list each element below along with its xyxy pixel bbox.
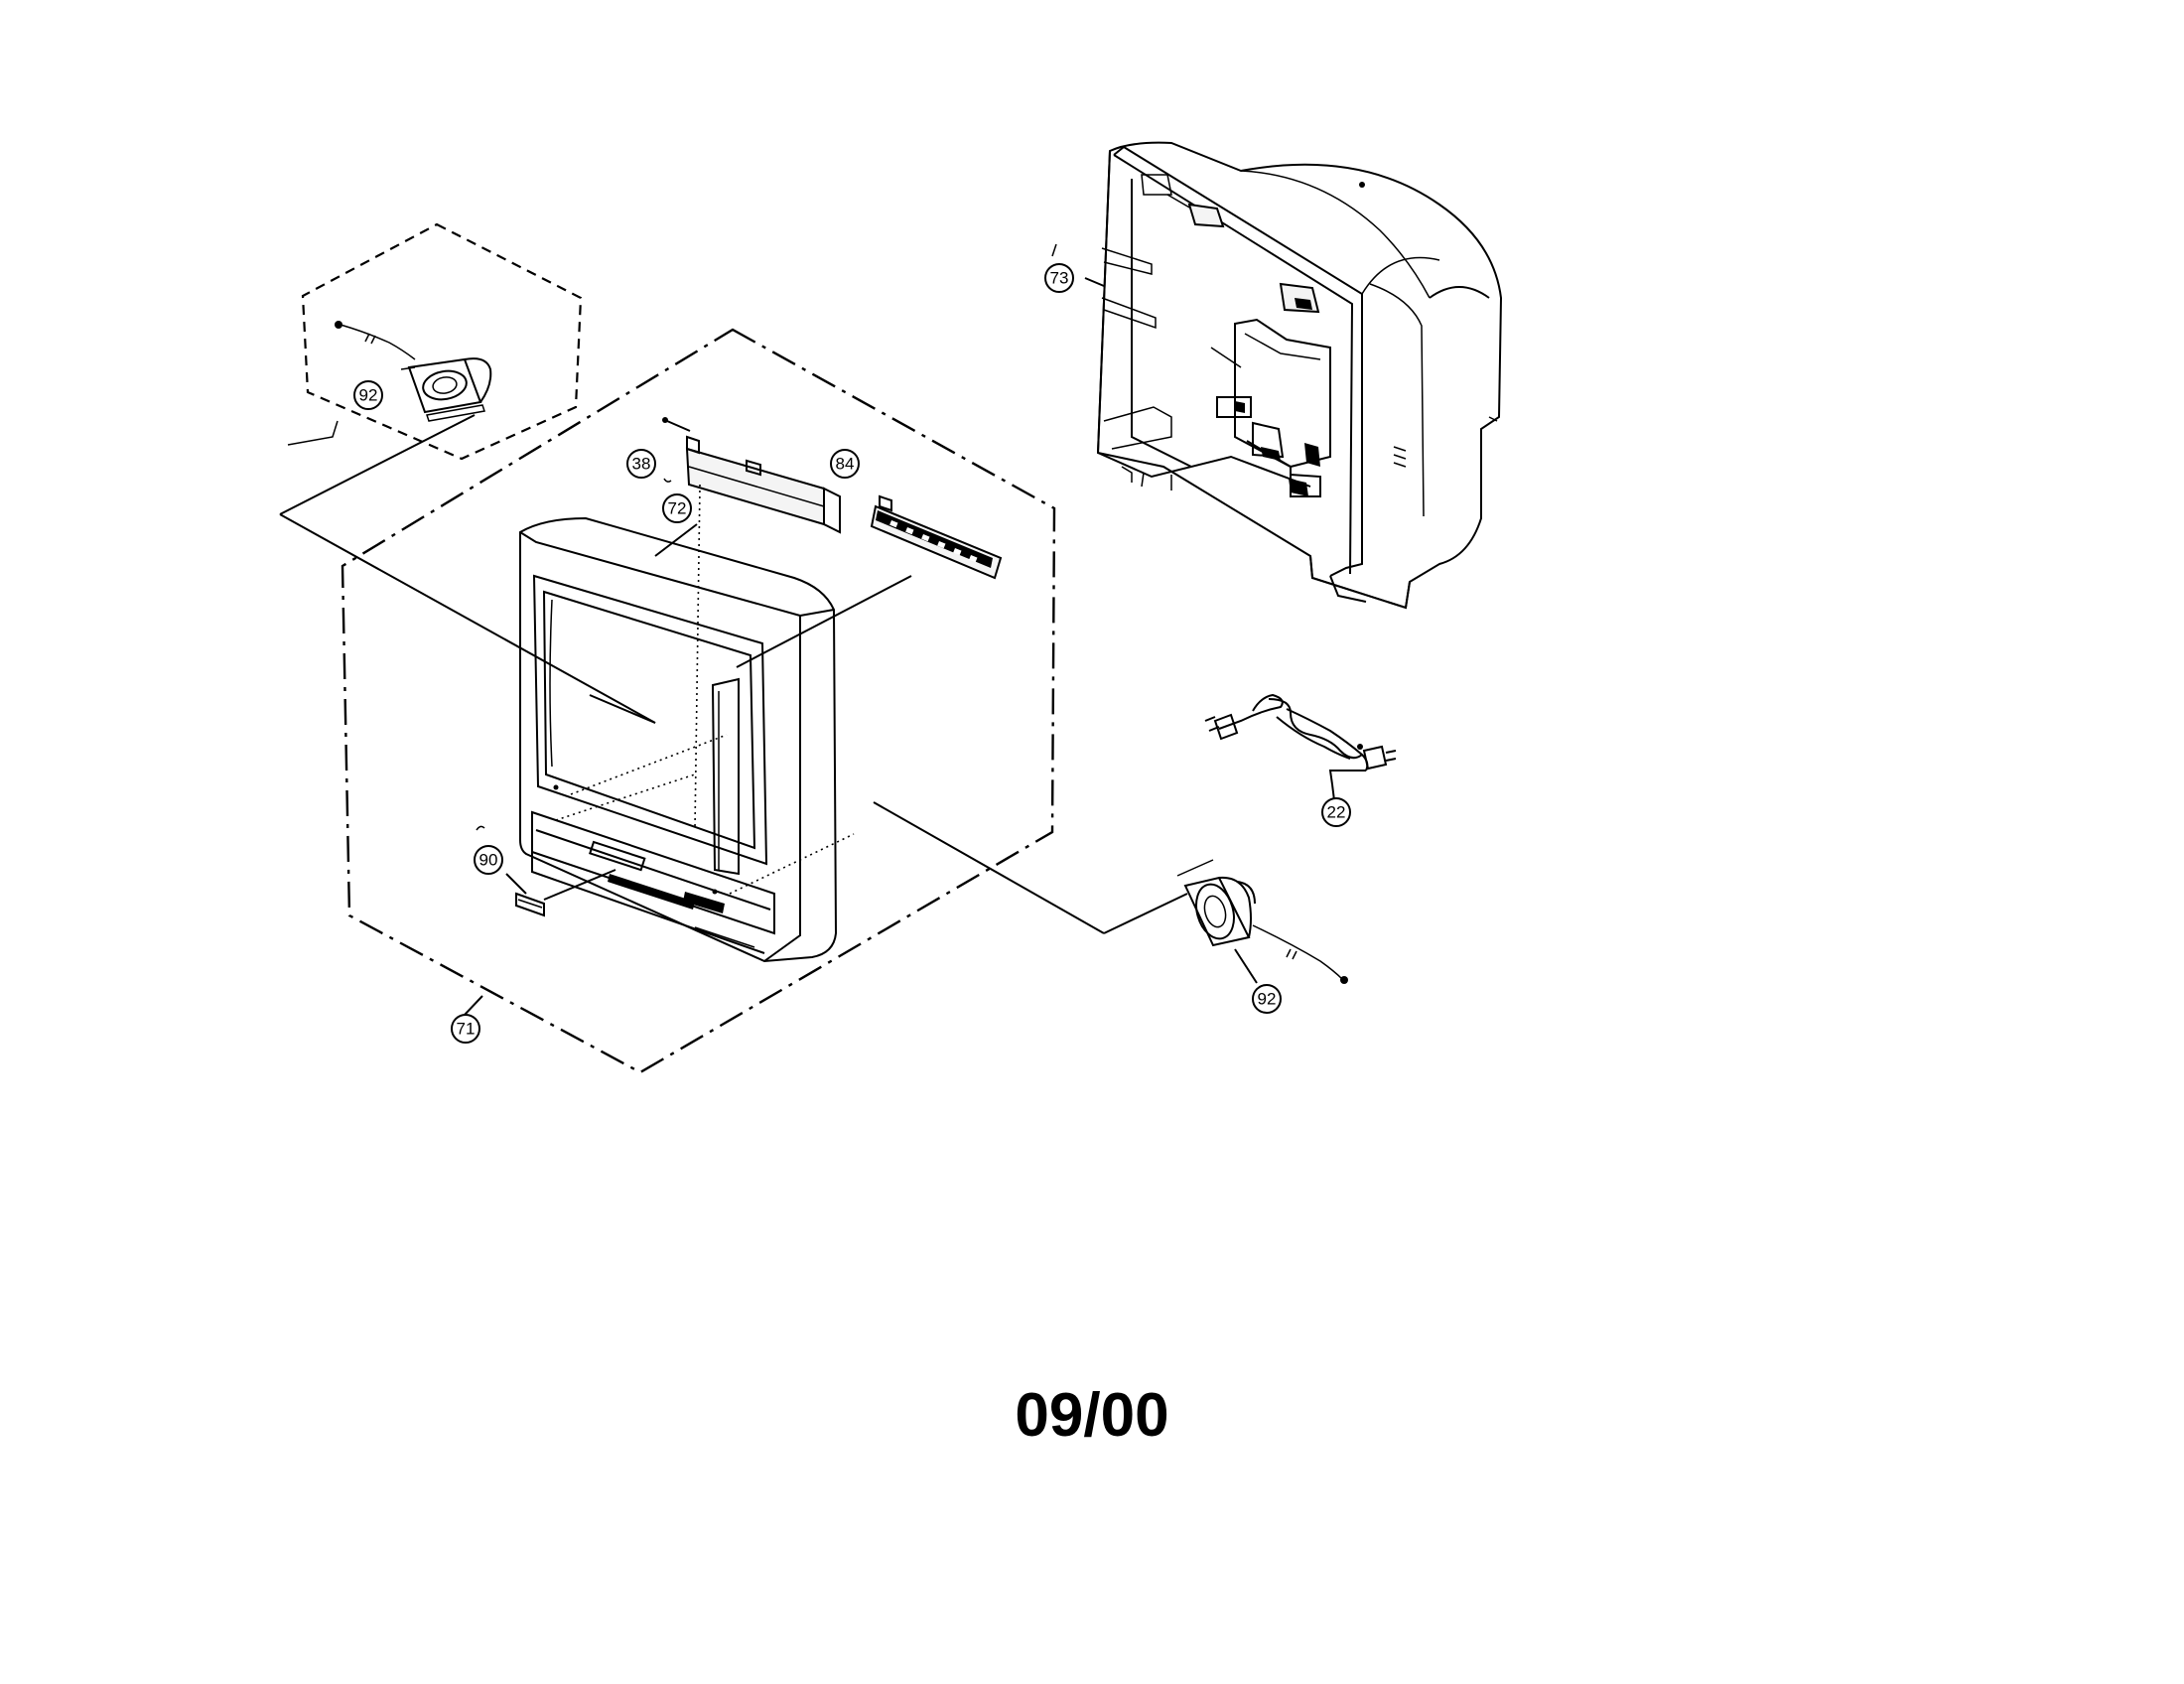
callout-label-73: 73 <box>1050 269 1069 288</box>
screw <box>662 417 691 483</box>
callout-label-84: 84 <box>836 455 855 474</box>
bracket <box>685 435 841 534</box>
button-panel <box>870 494 1003 580</box>
callout-label-92-left: 92 <box>359 386 378 405</box>
callout-screw: 38 <box>626 449 656 479</box>
callout-label-72: 72 <box>668 499 687 518</box>
speaker-left-assembly <box>279 222 583 515</box>
speaker-left-boundary <box>301 222 583 461</box>
front-cabinet-assembly <box>279 328 1056 1074</box>
callout-button-panel: 84 <box>830 449 860 479</box>
callout-label-90: 90 <box>479 851 498 870</box>
callout-label-71: 71 <box>457 1020 476 1039</box>
callout-badge: 90 <box>474 845 503 875</box>
callout-power-cord: 22 <box>1321 797 1351 827</box>
date-code: 09/00 <box>1015 1381 1169 1450</box>
callout-label-92-right: 92 <box>1258 990 1277 1009</box>
callout-label-38: 38 <box>632 455 651 474</box>
speaker-right <box>1183 876 1256 947</box>
callout-front-cabinet: 71 <box>451 995 483 1044</box>
badge <box>476 825 616 917</box>
callout-label-22: 22 <box>1327 803 1346 822</box>
front-cabinet-boundary <box>341 328 1056 1074</box>
speaker-right-assembly <box>873 801 1348 984</box>
speaker-left <box>400 357 492 422</box>
power-cord <box>1204 693 1397 801</box>
callout-back-cabinet: 73 <box>1044 263 1074 293</box>
back-cabinet <box>1051 141 1503 610</box>
callout-speaker-left: 92 <box>353 380 383 410</box>
tv-front-cabinet <box>519 516 838 963</box>
callout-bracket: 72 <box>662 493 692 523</box>
callout-speaker-right: 92 <box>1252 984 1282 1014</box>
